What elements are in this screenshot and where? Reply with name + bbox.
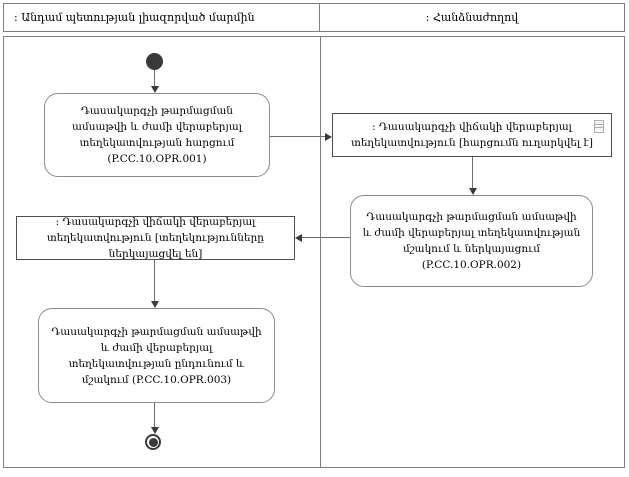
edge-action1-to-object1 [270, 136, 326, 137]
action-node-opr001: Դասակարգչի թարմացման ամսաթվի և ժամի վերա… [44, 93, 270, 177]
object-node-request-sent: : Դասակարգչի վիճակի վերաբերյալ տեղեկատվո… [332, 113, 612, 157]
arrowhead-down-icon [469, 188, 477, 195]
action-label: Դասակարգչի թարմացման ամսաթվի և ժամի վերա… [362, 211, 581, 271]
object-node-icon [594, 120, 604, 133]
arrowhead-down-icon [151, 86, 159, 93]
arrowhead-right-icon [325, 133, 332, 141]
arrowhead-left-icon [295, 234, 302, 242]
object-label: : Դասակարգչի վիճակի վերաբերյալ տեղեկատվո… [351, 121, 593, 149]
edge-start-to-action1 [154, 70, 155, 87]
action-node-opr002: Դասակարգչի թարմացման ամսաթվի և ժամի վերա… [350, 195, 593, 287]
initial-node-icon [146, 53, 163, 70]
final-node-icon [145, 434, 161, 450]
edge-object2-to-action3 [154, 260, 155, 302]
swimlane-title: : Անդամ պետության լիազորված մարմին [14, 11, 255, 24]
edge-object1-to-action2 [472, 157, 473, 189]
swimlane-title: : Հանձնաժողով [425, 11, 519, 24]
arrowhead-down-icon [151, 301, 159, 308]
object-label: : Դասակարգչի վիճակի վերաբերյալ տեղեկատվո… [47, 216, 264, 260]
swimlane-header-commission: : Հանձնաժողով [319, 3, 625, 32]
action-node-opr003: Դասակարգչի թարմացման ամսաթվի և ժամի վերա… [38, 308, 275, 403]
object-node-info-presented: : Դասակարգչի վիճակի վերաբերյալ տեղեկատվո… [16, 216, 295, 260]
swimlane-divider [320, 36, 321, 468]
edge-action3-to-end [154, 403, 155, 428]
swimlane-header-authorized-body: : Անդամ պետության լիազորված մարմին [3, 3, 320, 32]
edge-action2-to-object2 [302, 237, 350, 238]
arrowhead-down-icon [151, 427, 159, 434]
final-node-dot [148, 437, 158, 447]
action-label: Դասակարգչի թարմացման ամսաթվի և ժամի վերա… [72, 105, 242, 165]
action-label: Դասակարգչի թարմացման ամսաթվի և ժամի վերա… [51, 325, 262, 386]
